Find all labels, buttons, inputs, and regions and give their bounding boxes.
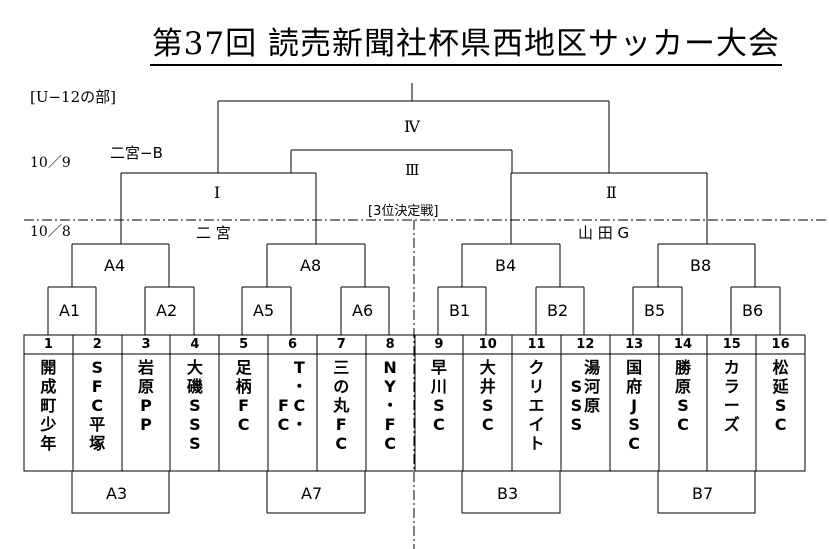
team-name-column: 開 成 町 少 年 xyxy=(40,358,57,453)
b7-bracket xyxy=(657,471,756,514)
team-name: 国 府 J S C xyxy=(611,358,657,470)
a3-bracket xyxy=(71,471,170,514)
team-number: 15 xyxy=(722,337,741,352)
a1-bracket xyxy=(47,286,97,335)
team-name-column: N Y ・ F C xyxy=(382,358,399,453)
b4-bracket xyxy=(461,243,561,287)
match-a2: A2 xyxy=(156,301,178,320)
match-b3: B3 xyxy=(497,484,519,503)
team-number: 14 xyxy=(673,337,693,352)
team-name-column: 足 柄 F C xyxy=(235,358,252,434)
team-name-column: カ ラ ー ズ xyxy=(723,358,740,434)
team-name: 大 井 S C xyxy=(465,358,511,470)
team-name-column: 湯 河 原 xyxy=(584,358,601,415)
team-name-column: ク リ エ イ ト xyxy=(528,358,545,453)
match-b6: B6 xyxy=(742,301,764,320)
b2-bracket xyxy=(535,286,585,335)
team-number: 7 xyxy=(336,337,346,352)
team-number: 9 xyxy=(434,337,444,352)
a4-bracket xyxy=(71,243,170,287)
match-a6: A6 xyxy=(352,301,374,320)
b1-bracket xyxy=(437,286,487,335)
a7-bracket xyxy=(266,471,366,514)
team-name-column: S F C 平 塚 xyxy=(89,358,106,453)
team-name: 早 川 S C xyxy=(416,358,462,470)
semi-right-bracket xyxy=(510,172,708,244)
team-number: 1 xyxy=(43,337,53,352)
match-a3: A3 xyxy=(106,484,128,503)
team-name-column: 国 府 J S C xyxy=(626,358,643,453)
team-name: 三 の 丸 F C xyxy=(318,358,364,470)
semi-left-bracket xyxy=(120,172,317,244)
a8-bracket xyxy=(266,243,366,287)
round-semi-left-label: Ⅰ xyxy=(214,183,221,202)
team-number: 8 xyxy=(385,337,395,352)
b6-bracket xyxy=(730,286,781,335)
team-name-column: 大 磯 S S S xyxy=(186,358,203,453)
team-name: 開 成 町 少 年 xyxy=(25,358,71,470)
match-a5: A5 xyxy=(253,301,275,320)
team-name: カ ラ ー ズ xyxy=(709,358,755,470)
team-name: 足 柄 F C xyxy=(221,358,267,470)
third-place-bracket xyxy=(290,149,513,173)
team-name: 岩 原 P P xyxy=(123,358,169,470)
team-name: N Y ・ F C xyxy=(367,358,413,470)
team-name: ク リ エ イ ト xyxy=(514,358,560,470)
team-name: 大 磯 S S S xyxy=(172,358,218,470)
team-number: 4 xyxy=(190,337,200,352)
match-a4: A4 xyxy=(104,256,126,275)
team-number: 16 xyxy=(771,337,790,352)
match-b5: B5 xyxy=(644,301,666,320)
team-name-column: 勝 原 S C xyxy=(674,358,691,434)
b3-bracket xyxy=(461,471,561,514)
team-name-column: F C xyxy=(277,396,290,434)
third-place-note: [3位決定戦] xyxy=(368,204,439,219)
round-semi-right-label: Ⅱ xyxy=(606,183,617,202)
team-name-column: 三 の 丸 F C xyxy=(333,358,350,453)
match-a8: A8 xyxy=(300,256,322,275)
venue-upper-label: 二宮−B xyxy=(110,144,163,162)
team-name-column: 岩 原 P P xyxy=(138,358,155,434)
a2-bracket xyxy=(144,286,195,335)
match-a7: A7 xyxy=(301,484,323,503)
team-name: 松 延 S C xyxy=(758,358,804,470)
team-number: 10 xyxy=(478,337,497,352)
b8-bracket xyxy=(657,243,756,287)
round-third-place-label: Ⅲ xyxy=(405,161,420,179)
team-name-column: 大 井 S C xyxy=(479,358,496,434)
team-name-column: T ・ C ・ xyxy=(291,358,308,434)
team-name-column: 早 川 S C xyxy=(430,358,447,434)
team-number: 6 xyxy=(287,337,297,352)
team-number: 11 xyxy=(527,337,546,352)
team-name-column: S S S xyxy=(570,377,583,434)
team-name-column: 松 延 S C xyxy=(772,358,789,434)
match-b2: B2 xyxy=(547,301,569,320)
match-b7: B7 xyxy=(692,484,714,503)
team-name: S F C 平 塚 xyxy=(74,358,120,470)
team-number: 2 xyxy=(92,337,102,352)
team-name: 湯 河 原 S S S xyxy=(562,358,608,470)
venue-right-label: 山 田 G xyxy=(578,224,630,242)
page-title: 第37回 読売新聞社杯県西地区サッカー大会 xyxy=(0,18,829,66)
round-final-label: Ⅳ xyxy=(404,117,420,136)
team-name: 勝 原 S C xyxy=(660,358,706,470)
match-a1: A1 xyxy=(59,301,81,320)
date-label-top: 10／9 xyxy=(30,155,71,171)
b5-bracket xyxy=(632,286,683,335)
match-b1: B1 xyxy=(449,301,471,320)
a6-bracket xyxy=(340,286,390,335)
team-number: 3 xyxy=(141,337,151,352)
team-number: 13 xyxy=(625,337,644,352)
venue-left-label: 二 宮 xyxy=(196,224,231,242)
a5-bracket xyxy=(241,286,292,335)
division-label: [U−12の部] xyxy=(30,88,117,106)
team-number: 12 xyxy=(576,337,595,352)
date-label-bottom: 10／8 xyxy=(30,224,71,240)
team-number: 5 xyxy=(239,337,249,352)
match-b4: B4 xyxy=(495,256,517,275)
team-name: T ・ C ・ F C xyxy=(269,358,315,470)
final-bracket xyxy=(217,83,610,173)
match-b8: B8 xyxy=(690,256,712,275)
